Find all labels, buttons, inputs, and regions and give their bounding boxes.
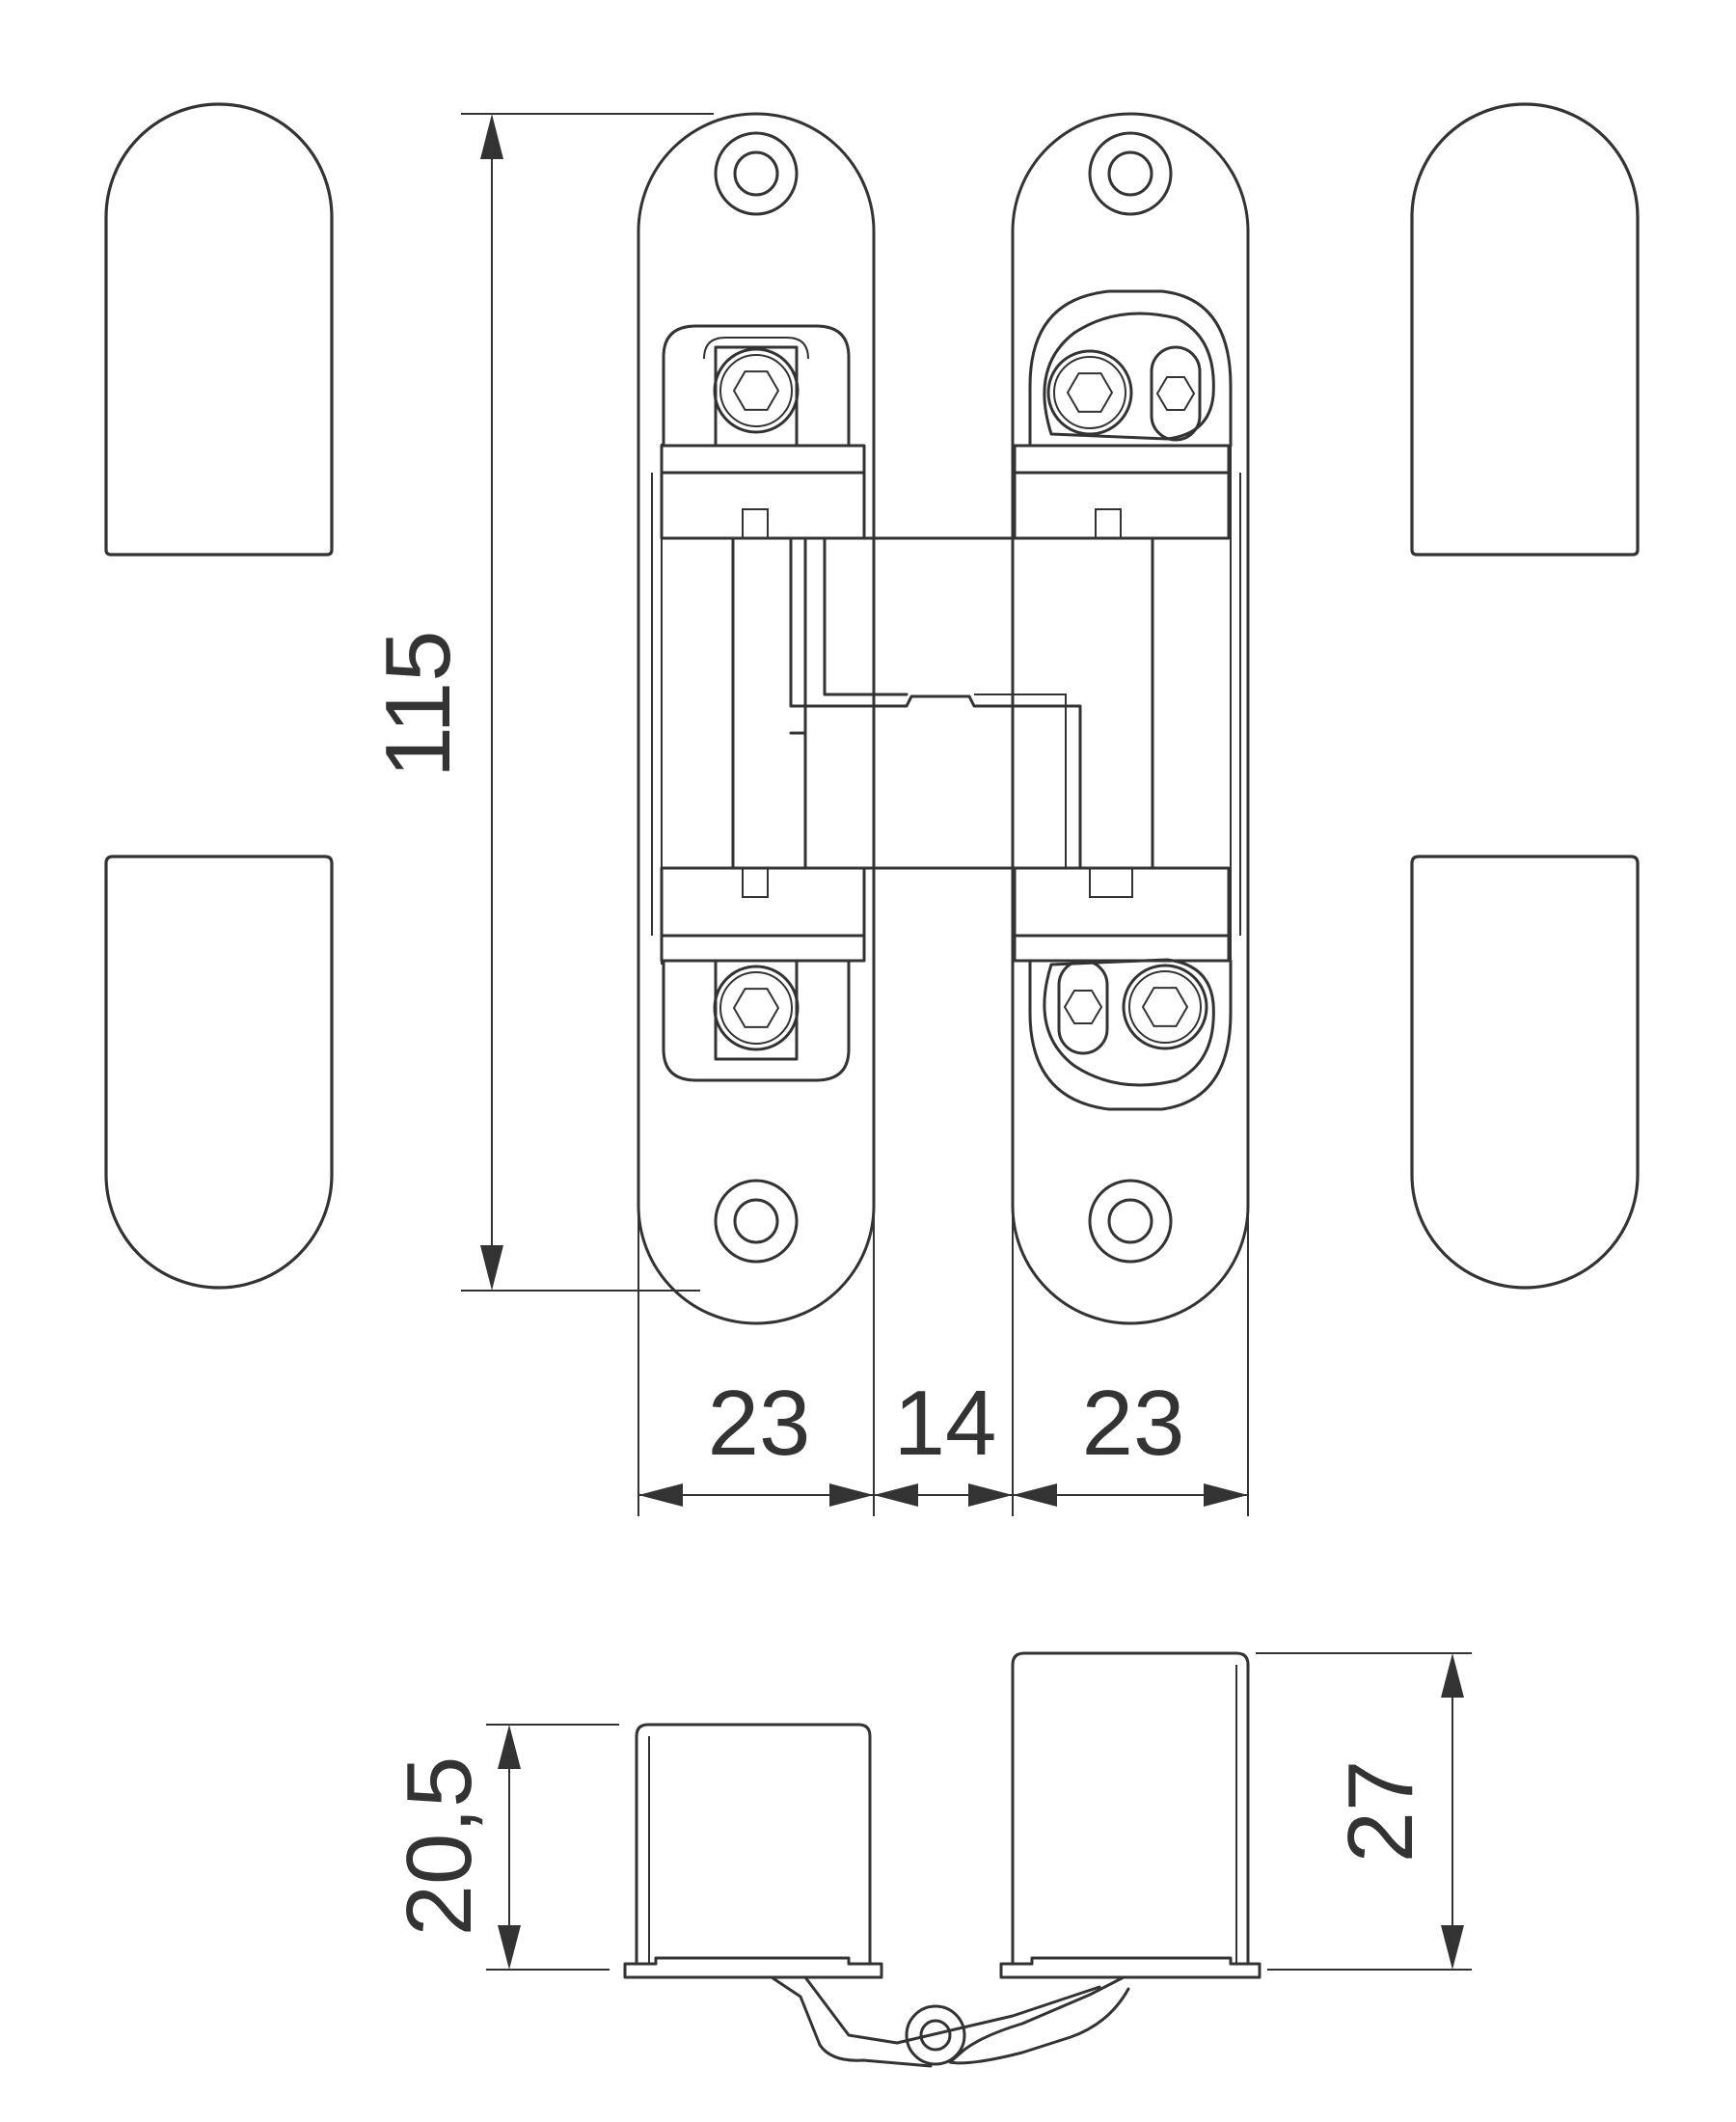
left-depth-dimension (486, 1724, 619, 1971)
width-dimensions (637, 1213, 1249, 1516)
dimension-label-left-depth: 20,5 (388, 1756, 491, 1937)
dimension-label-right-depth: 27 (1329, 1760, 1432, 1864)
dimension-label-left-width: 23 (708, 1372, 811, 1475)
hex-screw-icon (713, 347, 800, 434)
cover-cap-bottom-left (104, 855, 334, 1290)
hex-screw-icon (1122, 964, 1208, 1050)
height-dimension (461, 113, 714, 1292)
cover-cap-top-right (1410, 102, 1640, 557)
cover-cap-top-left (104, 102, 334, 557)
hinge-side-view (623, 1651, 1261, 2068)
mounting-hole-icon (714, 131, 799, 216)
mounting-hole-icon (1088, 131, 1173, 216)
mounting-hole-icon (714, 1179, 799, 1264)
dimension-label-height: 115 (366, 630, 470, 777)
hinge-leaf-right (1011, 112, 1250, 1325)
hinge-central-linkage (731, 536, 1167, 870)
hex-screw-icon (713, 965, 800, 1051)
pivot-pin-icon (905, 2004, 966, 2066)
cover-cap-bottom-right (1410, 855, 1640, 1290)
right-depth-dimension (1256, 1652, 1472, 1971)
hinge-leaf-left (637, 112, 876, 1325)
dimension-label-gap-width: 14 (894, 1372, 997, 1475)
dimension-label-right-width: 23 (1082, 1372, 1185, 1475)
mounting-hole-icon (1088, 1179, 1173, 1264)
hex-screw-icon (1046, 349, 1133, 436)
